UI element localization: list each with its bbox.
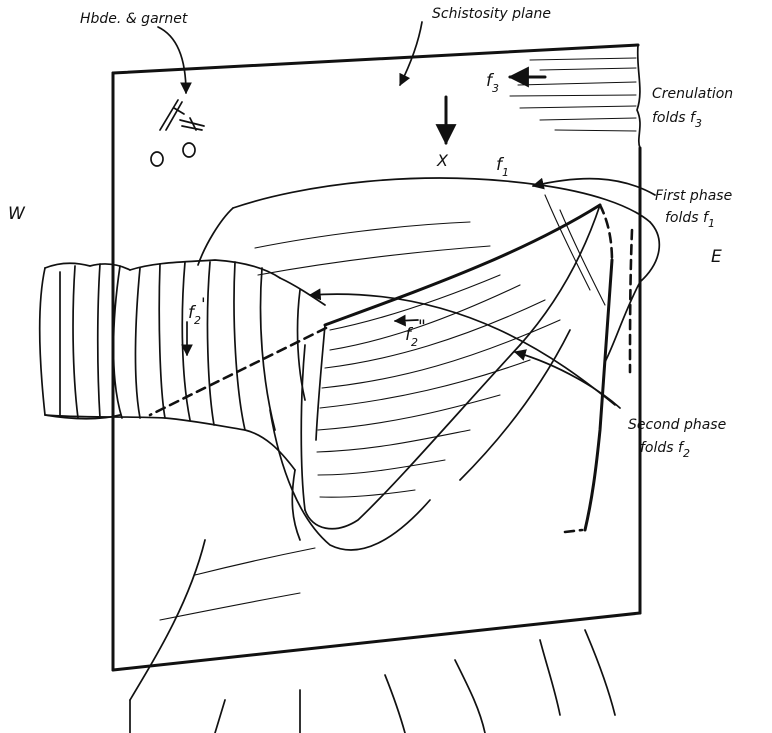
hbde-garnet-arrow	[157, 26, 192, 95]
f2-prime-label: f2'	[188, 295, 206, 327]
left-fold-f2prime	[38, 259, 326, 541]
crenulation-label-line2: folds f3	[652, 110, 702, 130]
f2-double-prime-label: f2"	[405, 317, 426, 349]
f2-double-prime-arrow	[393, 314, 419, 327]
first-phase-label-line1: First phase	[655, 188, 732, 204]
schistosity-arrow	[399, 21, 423, 87]
garnet-grain	[150, 151, 164, 167]
east-label: E	[711, 247, 722, 267]
crenulation-lines	[509, 57, 637, 132]
second-phase-label-line1: Second phase	[628, 417, 726, 433]
mineral-grains	[150, 99, 205, 167]
x-label: X	[436, 151, 449, 170]
second-phase-label-line2: folds f2	[640, 440, 690, 460]
first-phase-arrow	[531, 177, 656, 196]
lower-fold-surface	[129, 539, 616, 733]
crenulation-label-line1: Crenulation	[652, 86, 733, 102]
hornblende-crystal	[159, 99, 205, 131]
hbde-garnet-label: Hbde. & garnet	[80, 11, 188, 27]
west-label: W	[8, 204, 26, 224]
arrows	[157, 21, 656, 409]
f1-label: f1	[496, 155, 509, 179]
first-phase-label-line2: folds f1	[665, 210, 715, 230]
garnet-grain	[182, 142, 196, 158]
schistosity-plane-sheet	[111, 43, 642, 672]
f3-label: f3	[486, 71, 499, 95]
main-fold-body	[148, 177, 661, 551]
second-phase-arrow-2	[513, 349, 621, 409]
labels: Hbde. & garnet Schistosity plane f3 Cren…	[8, 6, 733, 460]
schistosity-plane-label: Schistosity plane	[432, 6, 551, 22]
